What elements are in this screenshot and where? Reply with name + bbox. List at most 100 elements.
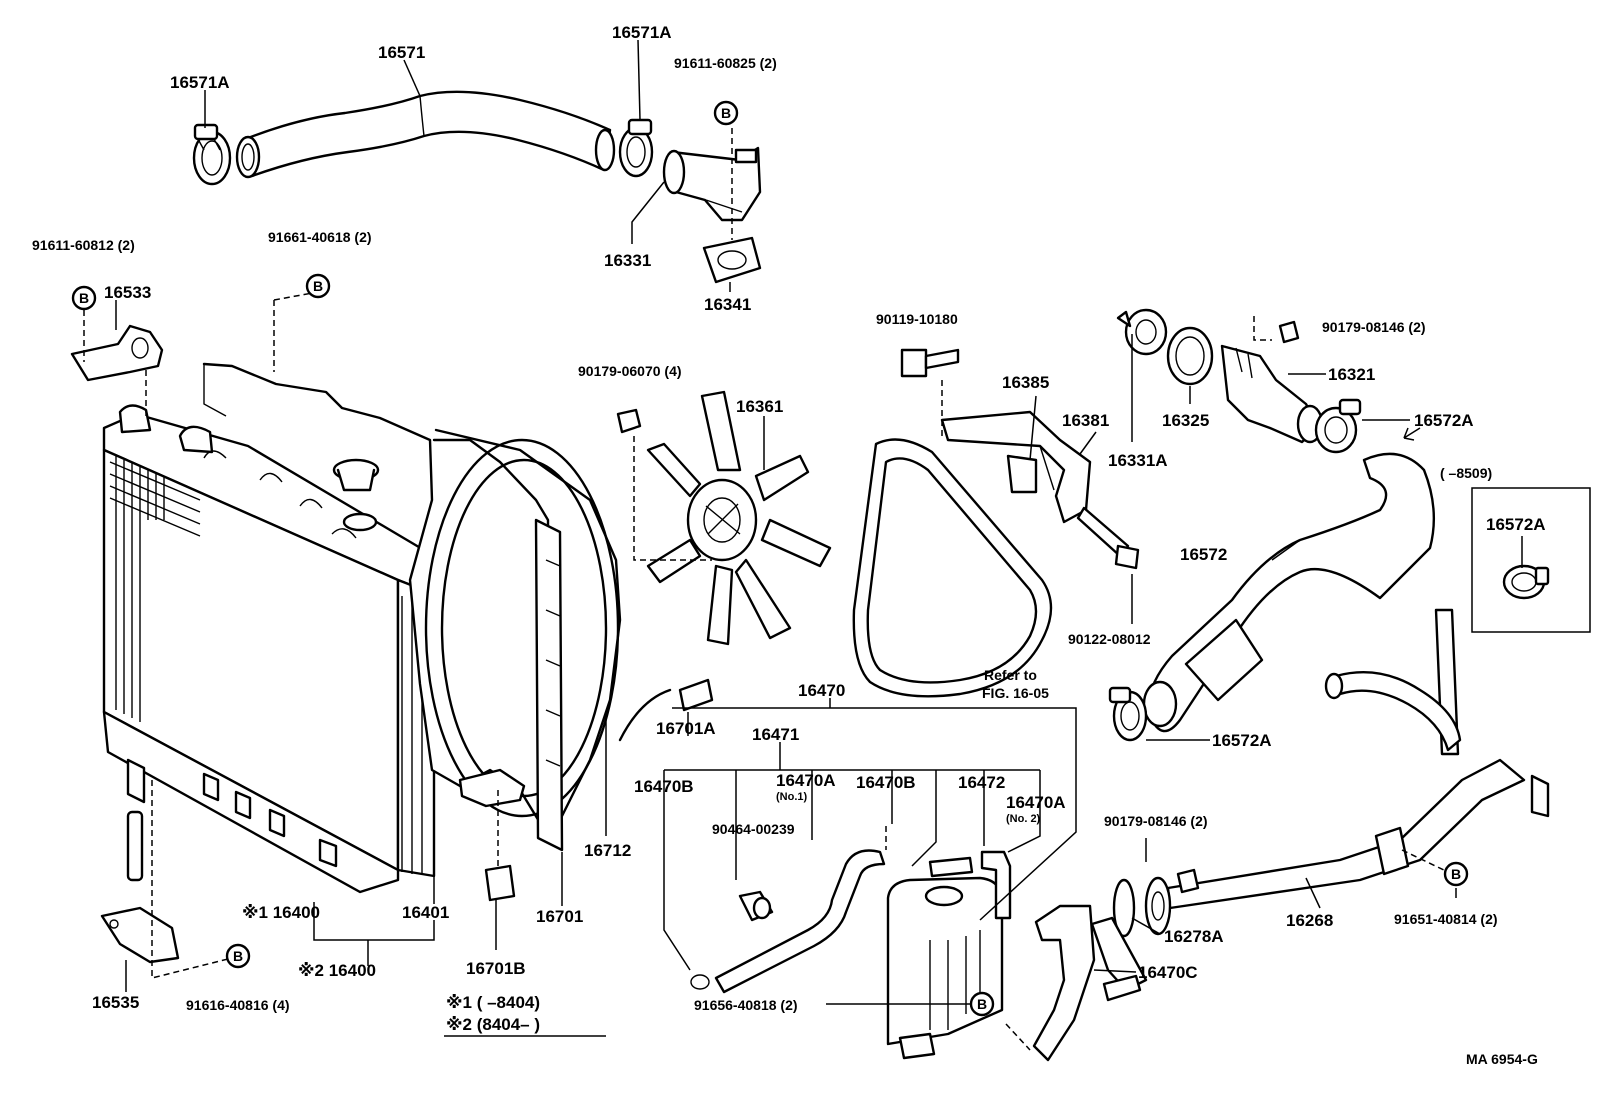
reserve-hose-no2 — [980, 850, 1012, 920]
gasket-16325 — [1166, 326, 1214, 386]
label-16321: 16321 — [1328, 365, 1375, 384]
label-90179-06070: 90179-06070 (4) — [578, 363, 682, 379]
label-16571a-left: 16571A — [170, 73, 230, 92]
drive-belt — [852, 438, 1053, 698]
label-16400-1: ※1 16400 — [242, 903, 320, 922]
label-no2: (No. 2) — [1006, 813, 1041, 825]
svg-text:B: B — [1451, 866, 1461, 882]
bracket-16533 — [70, 324, 164, 382]
label-90179-08146-low: 90179-08146 (2) — [1104, 813, 1208, 829]
svg-text:B: B — [233, 948, 243, 964]
b-marker-tank: B — [969, 991, 995, 1017]
b-marker-outlet: B — [713, 100, 739, 126]
label-16400-2: ※2 16400 — [298, 961, 376, 980]
lower-radiator-hose-16572 — [1142, 452, 1435, 733]
bypass-pipe-16268 — [1166, 608, 1550, 910]
label-16472: 16472 — [958, 773, 1005, 792]
thermostat-16331a — [1116, 308, 1168, 356]
note-2: ※2 (8404– ) — [446, 1015, 540, 1034]
label-16278a: 16278A — [1164, 927, 1224, 946]
label-90119-10180: 90119-10180 — [876, 311, 958, 327]
clamp-90464-00239 — [738, 890, 774, 922]
fan-shroud-clip-16701b — [484, 864, 516, 902]
label-16571: 16571 — [378, 43, 425, 62]
label-16385: 16385 — [1002, 373, 1049, 392]
drawing-code: MA 6954-G — [1466, 1051, 1538, 1067]
gasket-16278a — [1112, 876, 1172, 938]
hose-clamp-16572a-top — [1314, 398, 1362, 454]
label-16572a-box: 16572A — [1486, 515, 1546, 534]
label-91656-40818: 91656-40818 (2) — [694, 997, 798, 1013]
water-inlet-16321 — [1220, 344, 1324, 444]
label-16572a-top: 16572A — [1414, 411, 1474, 430]
label-16571a-right: 16571A — [612, 23, 672, 42]
svg-text:B: B — [977, 996, 987, 1012]
label-16470a-no1: 16470A — [776, 771, 836, 790]
note-1: ※1 ( –8404) — [446, 993, 540, 1012]
radiator-16400 — [102, 404, 436, 894]
label-16361: 16361 — [736, 397, 783, 416]
label-fig-ref: FIG. 16-05 — [982, 685, 1049, 701]
inset-box-16572a — [1471, 487, 1591, 633]
bolt-90122-08012 — [1076, 506, 1140, 570]
label-16331a: 16331A — [1108, 451, 1168, 470]
label-16533: 16533 — [104, 283, 151, 302]
svg-text:B: B — [721, 105, 731, 121]
b-marker-91661: B — [305, 273, 331, 299]
label-16470b-left: 16470B — [634, 777, 694, 796]
label-16470b-mid: 16470B — [856, 773, 916, 792]
hose-clamp-16572a-low — [1108, 686, 1148, 742]
b-marker-bypass: B — [1443, 861, 1469, 887]
label-16331: 16331 — [604, 251, 651, 270]
label-16701: 16701 — [536, 907, 583, 926]
hose-clamp-16571a-left — [192, 123, 232, 186]
label-16535: 16535 — [92, 993, 139, 1012]
label-90464-00239: 90464-00239 — [712, 821, 795, 837]
label-16470c: 16470C — [1138, 963, 1198, 982]
b-marker-16533: B — [71, 285, 97, 311]
label-16325: 16325 — [1162, 411, 1209, 430]
b-marker-16535: B — [225, 943, 251, 969]
label-16401: 16401 — [402, 903, 449, 922]
label-91611-60812: 91611-60812 (2) — [32, 237, 135, 253]
upper-radiator-hose — [235, 90, 616, 179]
label-91616-40816: 91616-40816 (4) — [186, 997, 290, 1013]
label-16572a-low: 16572A — [1212, 731, 1272, 750]
leader-lines — [115, 39, 1523, 1037]
label-16268: 16268 — [1286, 911, 1333, 930]
label-range-8509: ( –8509) — [1440, 465, 1492, 481]
hose-clamp-16571a-right — [618, 118, 654, 178]
nut-90179-08146-top — [1278, 320, 1300, 344]
label-90179-08146-top: 90179-08146 (2) — [1322, 319, 1426, 335]
fan-shroud-clip-16701a — [618, 678, 714, 742]
label-91651-40814: 91651-40814 (2) — [1394, 911, 1498, 927]
label-16701b: 16701B — [466, 959, 526, 978]
label-91611-60825: 91611-60825 (2) — [674, 55, 777, 71]
label-refer-to: Refer to — [984, 667, 1037, 683]
fan-shroud — [202, 362, 622, 852]
label-90122-08012: 90122-08012 — [1068, 631, 1151, 647]
label-16470a-no2: 16470A — [1006, 793, 1066, 812]
label-16572: 16572 — [1180, 545, 1227, 564]
label-16701a: 16701A — [656, 719, 716, 738]
label-91661-40618: 91661-40618 (2) — [268, 229, 372, 245]
bolt-90119-10180 — [900, 348, 960, 378]
nut-90179-08146-low — [1176, 868, 1200, 894]
water-outlet-16331 — [662, 146, 762, 222]
reserve-tank-16470 — [886, 856, 1004, 1060]
bracket-16381 — [940, 410, 1092, 524]
label-16381: 16381 — [1062, 411, 1109, 430]
gasket-16341 — [702, 236, 762, 284]
svg-text:B: B — [79, 290, 89, 306]
install-lines — [83, 128, 1449, 1051]
reserve-hose-no1 — [690, 849, 886, 994]
label-16341: 16341 — [704, 295, 751, 314]
svg-text:B: B — [313, 278, 323, 294]
label-16471: 16471 — [752, 725, 799, 744]
cooling-fan-16361 — [646, 390, 832, 646]
part-labels: 16571 16571A 16571A 91611-60825 (2) 1633… — [32, 23, 1546, 1067]
label-no1: (No.1) — [776, 791, 808, 803]
label-16470: 16470 — [798, 681, 845, 700]
bracket-16535 — [100, 906, 180, 964]
